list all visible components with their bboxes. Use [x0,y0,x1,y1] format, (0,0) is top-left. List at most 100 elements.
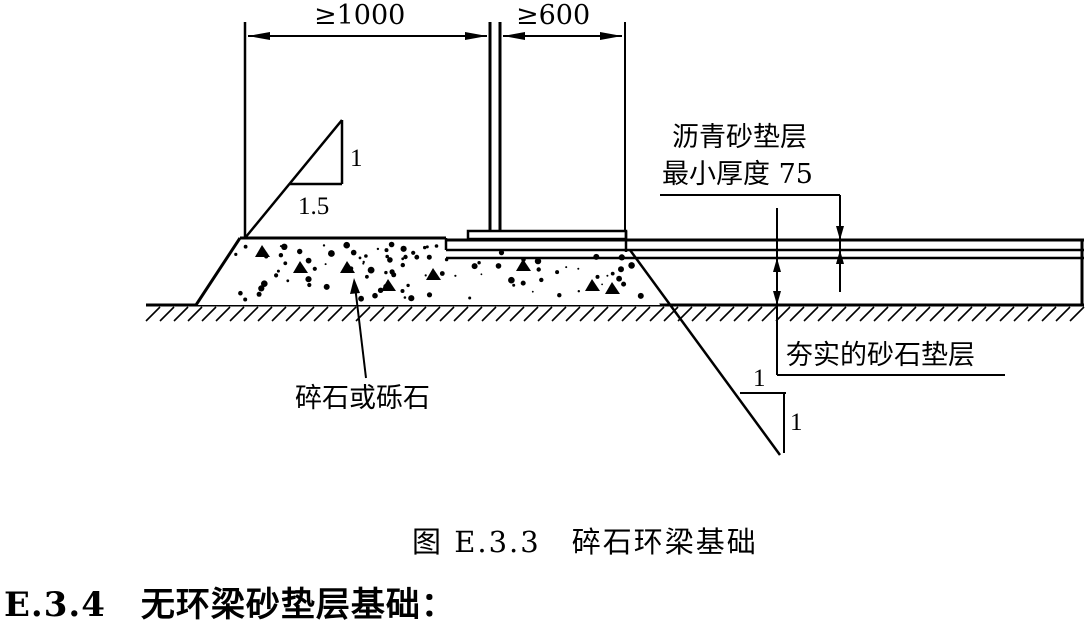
stone-dot [498,250,505,256]
stone-dot [426,292,433,298]
hatch-mark [509,306,525,322]
stone-dot [377,287,384,293]
stone-dot [439,271,445,276]
hatch-mark [257,306,273,322]
stone-dot [408,295,415,302]
stone-chip [585,279,600,291]
hatch-mark [957,306,973,322]
hatch-mark [789,306,805,322]
stone-dot [362,260,365,264]
figure-caption: 图 E.3.3 碎石环梁基础 [412,525,758,559]
stone-dot [628,262,635,269]
stone-dot [565,266,568,269]
stone-dot [557,293,562,298]
stone-dot [406,283,410,288]
crushed-stone-texture [234,241,644,302]
stone-dot [234,252,238,256]
outer-slope-rise-label: 1 [350,145,363,172]
stone-dot [305,257,312,264]
stone-dot [606,274,609,277]
stone-dot [618,266,624,273]
stone-dot [414,254,420,260]
stone-dot [424,274,427,277]
slope-line-outer [244,119,343,239]
stone-dot [358,256,362,260]
stone-dot [258,285,265,292]
stone-dot [480,273,483,276]
stone-dot [243,244,248,249]
hatch-mark [369,306,385,322]
hatch-mark [397,306,413,322]
stone-chip [255,245,270,257]
stone-dot [389,269,395,275]
section-heading: E.3.4 无环梁砂垫层基础： [4,585,456,625]
hatch-mark [775,306,791,322]
stone-dot [403,254,408,260]
hatch-mark [537,306,553,322]
stone-dot [616,275,622,282]
crushed-stone-label: 碎石或砾石 [295,383,430,414]
hatch-mark [607,306,623,322]
stone-dot [384,248,389,253]
stone-dot [286,279,290,283]
crushed-stone-ring-beam [196,238,660,305]
leader-arrow [836,250,844,264]
dimension-label-width: ≥600 [516,0,591,31]
stone-dot [595,274,600,279]
hatch-mark [971,306,987,322]
hatch-mark [635,306,651,322]
hatch-mark [719,306,735,322]
slope-line-inner [628,249,782,456]
stone-dot [637,292,644,299]
hatch-mark [495,306,511,322]
dimension-arrow [600,32,622,40]
hatch-mark [1013,306,1029,322]
stone-dot [261,280,268,288]
inner-slope-run-label: 1 [753,365,766,392]
stone-chip [426,268,441,280]
hatch-mark [943,306,959,322]
hatch-mark [901,306,917,322]
hatch-mark [411,306,427,322]
leader-arrow [836,226,844,240]
hatch-mark [873,306,889,322]
hatch-mark [159,306,175,322]
stone-dot [471,263,478,270]
hatch-mark [187,306,203,322]
stone-dot [388,241,395,248]
hatch-mark [215,306,231,322]
hatch-mark [887,306,903,322]
hatch-mark [649,306,665,322]
stone-dot [401,257,405,261]
leader-arrow [773,291,781,305]
stone-dot [577,267,580,270]
dimension-arrow [465,32,487,40]
outer-slope-run-label: 1.5 [298,193,330,220]
leader-arrow [773,258,781,272]
hatch-mark [551,306,567,322]
stone-dot [376,247,380,251]
stone-dot [610,271,615,276]
ground-hatch [145,306,1085,322]
hatch-mark [999,306,1015,322]
stone-dot [555,270,560,275]
stone-dot [400,262,405,268]
stone-dot [283,261,288,266]
stone-dot [350,249,357,256]
hatch-mark [859,306,875,322]
hatch-mark [733,306,749,322]
stone-chip [293,261,308,273]
asphalt-cushion-label-line2: 最小厚度 75 [662,159,813,190]
stone-dot [468,296,472,300]
stone-dot [358,295,364,302]
dimension-label-offset: ≥1000 [314,0,406,31]
stone-dot [365,274,369,279]
stone-dot [322,244,326,247]
stone-dot [307,282,312,288]
hatch-mark [313,306,329,322]
stone-dot [243,297,248,302]
stone-dot [512,283,516,287]
stone-chip [381,279,396,291]
hatch-mark [271,306,287,322]
hatch-mark [243,306,259,322]
